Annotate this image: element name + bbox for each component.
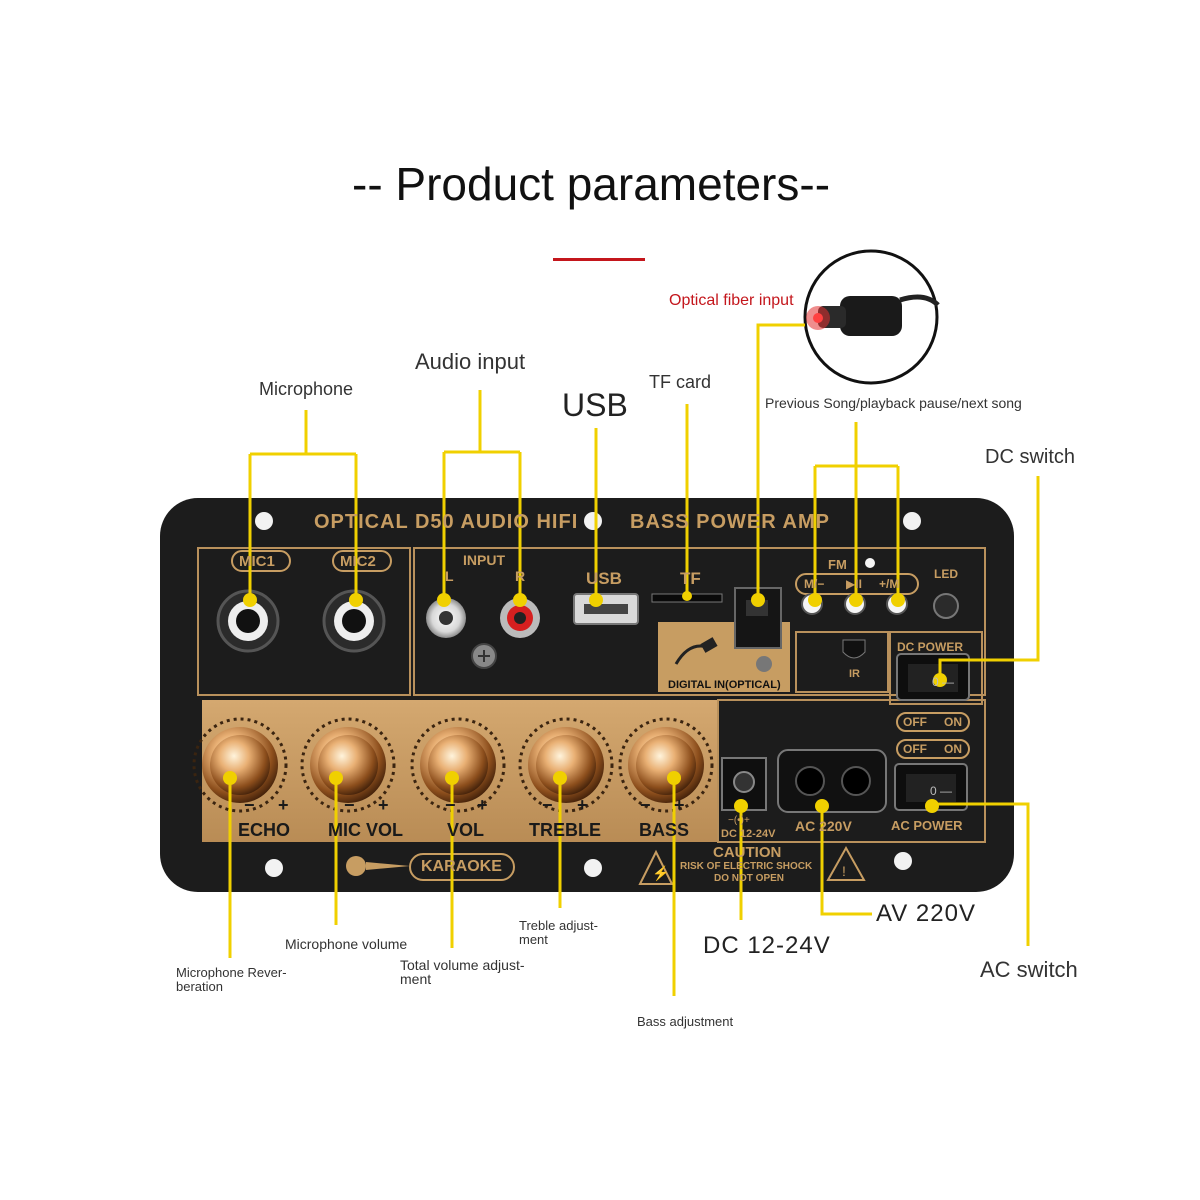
l-label: L	[445, 568, 454, 584]
ir-label: IR	[849, 668, 860, 680]
callout-prev-play-next: Previous Song/playback pause/next song	[765, 395, 1022, 411]
knob-label-bass: BASS	[639, 820, 690, 840]
btn-prev-label: M/−	[804, 577, 825, 591]
ac-power-label: AC POWER	[891, 818, 963, 833]
led-label: LED	[934, 567, 958, 581]
knob-bass	[618, 717, 714, 813]
callout-tf-card: TF card	[649, 372, 712, 392]
dc-jack-label: DC 12-24V	[721, 828, 776, 840]
callout-treble-1: Treble adjust-	[519, 918, 598, 933]
ac-label: AC 220V	[795, 818, 852, 834]
callout-lines	[228, 323, 1040, 996]
mic2-jack	[322, 589, 386, 653]
btn-next-label: +/M	[879, 577, 900, 591]
knob-minus: −	[344, 795, 355, 815]
callout-microphone: Microphone	[259, 379, 354, 399]
caution-label: CAUTION	[713, 844, 782, 861]
caution-sub1: RISK OF ELECTRIC SHOCK	[680, 861, 813, 872]
mic1-jack	[216, 589, 280, 653]
karaoke-label: KARAOKE	[421, 858, 502, 875]
knob-plus: +	[577, 795, 588, 815]
knob-minus: −	[445, 795, 456, 815]
knob-plus: +	[674, 795, 685, 815]
knob-label-treble: TREBLE	[529, 820, 601, 840]
callout-dc-12-24v: DC 12-24V	[703, 932, 831, 959]
panel-header-left: OPTICAL D50 AUDIO HIFI	[314, 511, 579, 533]
knob-label-vol: VOL	[447, 820, 485, 840]
fm-label: FM	[828, 557, 847, 572]
knob-plus: +	[378, 795, 389, 815]
callout-treble-2: ment	[519, 932, 548, 947]
callout-total-volume-2: ment	[400, 971, 432, 987]
caution-sub2: DO NOT OPEN	[714, 873, 785, 884]
usb-panel-label: USB	[586, 569, 622, 588]
on-label-1: ON	[944, 715, 962, 729]
knob-vol	[410, 717, 506, 813]
ac-inlet	[777, 749, 887, 813]
callout-ac-switch: AC switch	[980, 957, 1078, 982]
callout-mic-reverb-1: Microphone Rever-	[176, 965, 287, 980]
ac-rocker-mark: 0 —	[930, 784, 953, 798]
knob-treble	[518, 717, 614, 813]
panel-header-right: BASS POWER AMP	[630, 511, 830, 533]
knob-plus: +	[278, 795, 289, 815]
callout-dc-switch: DC switch	[985, 446, 1076, 468]
knob-minus: −	[640, 795, 651, 815]
callout-microphone-volume: Microphone volume	[285, 936, 408, 952]
callout-av-220v: AV 220V	[876, 900, 976, 927]
callout-bass-adjustment: Bass adjustment	[637, 1014, 734, 1029]
off-label-1: OFF	[903, 715, 927, 729]
svg-text:⚡: ⚡	[652, 865, 669, 882]
knob-label-echo: ECHO	[238, 820, 291, 840]
svg-text:!: !	[842, 863, 846, 879]
callout-mic-reverb-2: beration	[176, 979, 223, 994]
r-label: R	[515, 568, 526, 584]
knob-plus: +	[477, 795, 488, 815]
tf-panel-label: TF	[680, 569, 701, 588]
rca-left	[426, 598, 466, 638]
btn-play-label: ▶II	[846, 577, 862, 591]
callout-dots	[223, 591, 947, 813]
knob-minus: −	[542, 795, 553, 815]
optical-plug-inset	[803, 249, 940, 385]
off-label-2: OFF	[903, 742, 927, 756]
input-label: INPUT	[463, 552, 505, 568]
callout-usb: USB	[562, 387, 628, 423]
dc-power-label: DC POWER	[897, 640, 963, 654]
callout-optical-fiber-input: Optical fiber input	[669, 292, 794, 309]
on-label-2: ON	[944, 742, 962, 756]
dc-rocker-mark: 0 —	[932, 675, 955, 689]
mic2-label: MIC2	[340, 553, 376, 570]
knob-echo	[192, 717, 288, 813]
rca-right	[500, 598, 540, 638]
mic1-label: MIC1	[239, 553, 275, 570]
amplifier-panel: ⚡ !	[160, 498, 1014, 892]
callout-total-volume-1: Total volume adjust-	[400, 957, 525, 973]
knob-minus: −	[244, 795, 255, 815]
dc-polarity: −(•)+	[728, 815, 750, 826]
digital-in-label: DIGITAL IN(OPTICAL)	[668, 679, 781, 691]
knob-label-mic-vol: MIC VOL	[328, 820, 403, 840]
title-underline	[553, 258, 645, 261]
page-title: -- Product parameters--	[352, 158, 831, 210]
callout-audio-input: Audio input	[415, 349, 526, 374]
